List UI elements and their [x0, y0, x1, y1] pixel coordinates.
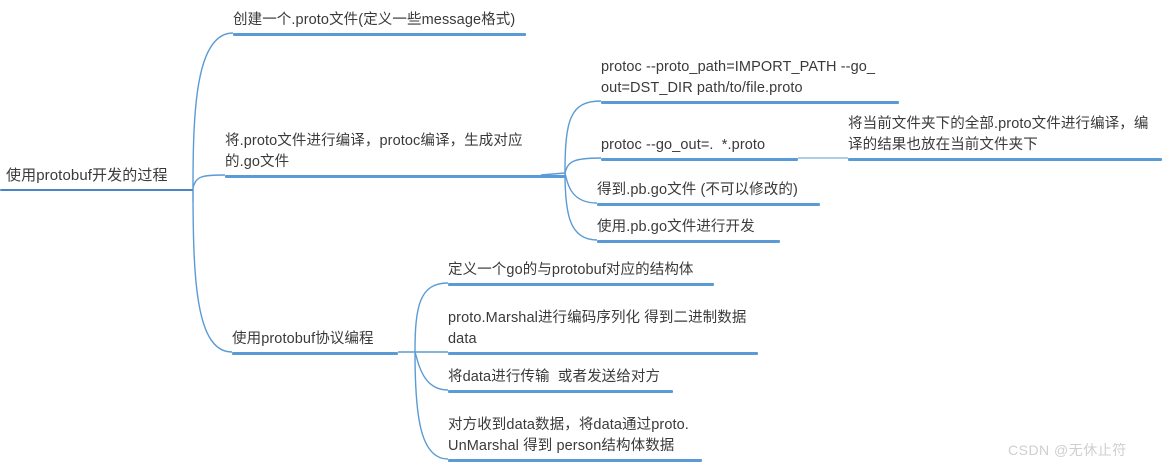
mindmap-node-root[interactable]: 使用protobuf开发的过程 — [0, 164, 193, 191]
csdn-watermark: CSDN @无休止符 — [1008, 442, 1127, 458]
mindmap-node-underline — [448, 283, 714, 286]
mindmap-node-underline — [597, 240, 780, 243]
edge-n3-n3a — [414, 282, 449, 353]
mindmap-node-underline — [0, 189, 193, 191]
mindmap-node-underline — [848, 158, 1162, 161]
mindmap-node-n3[interactable]: 使用protobuf协议编程 — [232, 328, 398, 355]
mindmap-node-label: 定义一个go的与protobuf对应的结构体 — [448, 262, 694, 278]
mindmap-node-underline — [232, 352, 398, 355]
mindmap-node-n2c[interactable]: 得到.pb.go文件 (不可以修改的) — [597, 179, 820, 206]
mindmap-node-underline — [448, 459, 702, 462]
mindmap-node-n3d[interactable]: 对方收到data数据，将data通过proto. UnMarshal 得到 pe… — [448, 414, 702, 462]
mindmap-node-n2b[interactable]: protoc --go_out=. *.proto — [601, 134, 798, 161]
mindmap-node-n3a[interactable]: 定义一个go的与protobuf对应的结构体 — [448, 259, 714, 286]
mindmap-node-underline — [448, 352, 758, 355]
edge-n2-n2c — [564, 172, 598, 204]
mindmap-node-label: 将当前文件夹下的全部.proto文件进行编译，编 译的结果也放在当前文件夹下 — [848, 116, 1149, 153]
mindmap-node-underline — [448, 390, 673, 393]
edge-n3-n3d — [414, 351, 449, 460]
mindmap-node-n2b1[interactable]: 将当前文件夹下的全部.proto文件进行编译，编 译的结果也放在当前文件夹下 — [848, 113, 1162, 161]
mindmap-node-underline — [225, 175, 565, 178]
mindmap-node-label: 使用.pb.go文件进行开发 — [597, 219, 755, 235]
mindmap-node-underline — [601, 158, 798, 161]
mindmap-node-underline — [601, 101, 899, 104]
mindmap-node-label: 将data进行传输 或者发送给对方 — [448, 369, 661, 385]
edge-n2-n2a — [564, 100, 602, 174]
mindmap-node-label: 使用protobuf协议编程 — [232, 331, 374, 347]
mindmap-node-n3c[interactable]: 将data进行传输 或者发送给对方 — [448, 366, 673, 393]
mindmap-node-n2a[interactable]: protoc --proto_path=IMPORT_PATH --go_ ou… — [601, 56, 899, 104]
mindmap-node-n2[interactable]: 将.proto文件进行编译，protoc编译，生成对应 的.go文件 — [225, 130, 565, 178]
mindmap-node-n3b[interactable]: proto.Marshal进行编码序列化 得到二进制数据 data — [448, 307, 758, 355]
mindmap-node-underline — [597, 203, 820, 206]
mindmap-node-label: 将.proto文件进行编译，protoc编译，生成对应 的.go文件 — [225, 133, 523, 170]
mindmap-node-label: 使用protobuf开发的过程 — [6, 167, 168, 184]
mindmap-node-n2d[interactable]: 使用.pb.go文件进行开发 — [597, 216, 780, 243]
edge-n3-n3c — [414, 351, 449, 391]
mindmap-node-label: 对方收到data数据，将data通过proto. UnMarshal 得到 pe… — [448, 417, 689, 454]
mindmap-node-label: protoc --go_out=. *.proto — [601, 137, 766, 153]
edge-n2-n2d — [564, 172, 598, 241]
edge-root-n2 — [192, 174, 226, 189]
mindmap-node-label: 创建一个.proto文件(定义一些message格式) — [233, 12, 516, 28]
edge-root-n3 — [192, 187, 233, 353]
mindmap-node-label: proto.Marshal进行编码序列化 得到二进制数据 data — [448, 310, 747, 347]
mindmap-node-n1[interactable]: 创建一个.proto文件(定义一些message格式) — [233, 9, 526, 36]
mindmap-node-underline — [233, 33, 526, 36]
mindmap-node-label: 得到.pb.go文件 (不可以修改的) — [597, 182, 798, 198]
edge-n2-n2b — [564, 157, 602, 174]
mindmap-node-label: protoc --proto_path=IMPORT_PATH --go_ ou… — [601, 59, 876, 96]
